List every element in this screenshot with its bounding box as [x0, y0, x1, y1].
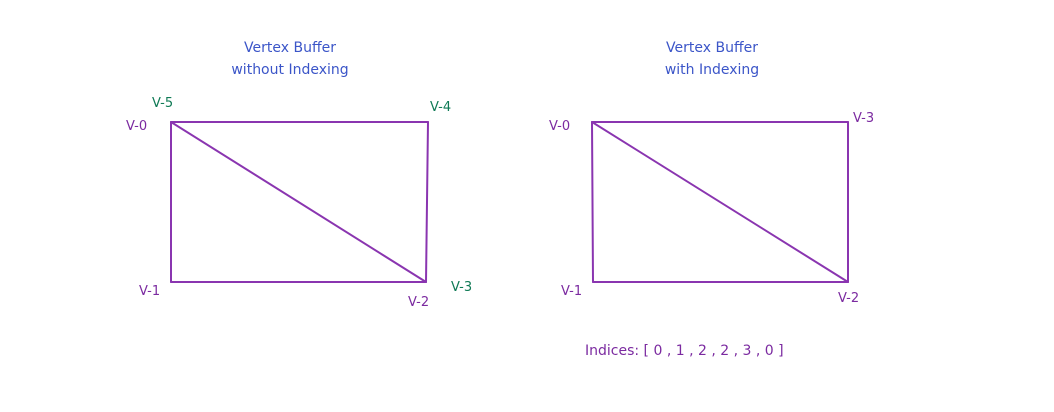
left-label-v5: V-5 — [152, 96, 173, 111]
right-label-v0: V-0 — [549, 119, 570, 134]
left-diagram: Vertex Buffer without Indexing V-0 V-5 V… — [126, 40, 472, 310]
right-title-line1: Vertex Buffer — [666, 40, 758, 56]
left-edge-diagonal — [170, 121, 427, 283]
left-edge-right — [425, 121, 429, 283]
right-label-v2: V-2 — [838, 291, 859, 306]
left-label-v3: V-3 — [451, 280, 472, 295]
right-label-v1: V-1 — [561, 284, 582, 299]
indices-text: Indices: [ 0 , 1 , 2 , 2 , 3 , 0 ] — [585, 343, 784, 359]
left-label-v1: V-1 — [139, 284, 160, 299]
left-title-line1: Vertex Buffer — [244, 40, 336, 56]
right-edge-left — [591, 121, 594, 283]
right-title-line2: with Indexing — [665, 62, 759, 78]
right-label-v3: V-3 — [853, 111, 874, 126]
right-diagram: Vertex Buffer with Indexing V-0 V-3 V-1 … — [549, 40, 874, 359]
left-label-v0: V-0 — [126, 119, 147, 134]
left-title-line2: without Indexing — [231, 62, 348, 78]
left-label-v4: V-4 — [430, 100, 451, 115]
left-label-v2: V-2 — [408, 295, 429, 310]
right-edge-diagonal — [591, 121, 849, 283]
